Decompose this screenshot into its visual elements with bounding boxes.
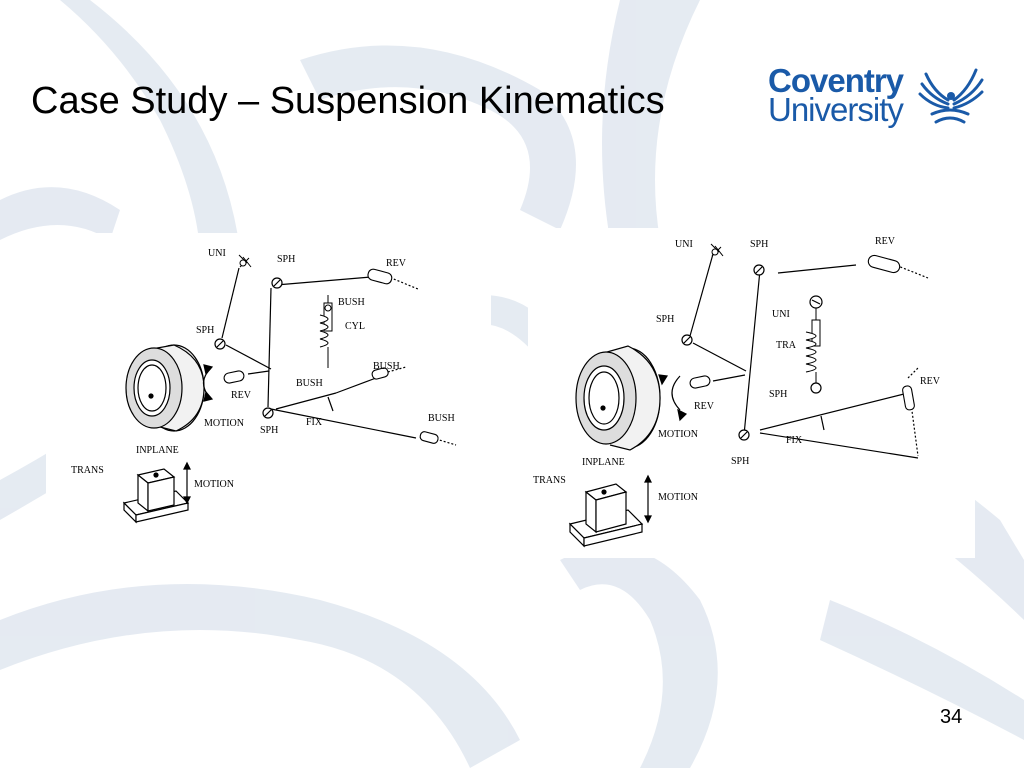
right-diagram-drawing: UNI SPH REV SPH UNI TRA REV MOTION SPH R… [533,236,941,548]
label-sph-bottom: SPH [731,456,749,467]
label-sph-top: SPH [750,239,768,250]
label-bush-mid: BUSH [373,361,400,372]
label-rev-mid: REV [231,390,252,401]
label-motion-bottom: MOTION [194,479,234,490]
logo-line2: University [768,91,904,128]
phoenix-icon [918,68,984,124]
label-trans: TRANS [71,465,104,476]
logo-line1: Coventry [768,62,904,99]
label-motion-mid: MOTION [658,429,698,440]
page-number: 34 [940,706,963,728]
label-inplane: INPLANE [582,457,625,468]
label-fix: FIX [786,435,803,446]
label-sph-top: SPH [277,254,295,265]
label-fix: FIX [306,417,323,428]
right-suspension-diagram: UNI SPH REV SPH UNI TRA REV MOTION SPH R… [528,228,975,558]
label-cyl: CYL [345,321,365,332]
label-rev-top: REV [875,236,896,247]
slide-title: Case Study – Suspension Kinematics [31,80,665,122]
label-uni: UNI [208,248,226,259]
label-motion-bottom: MOTION [658,492,698,503]
left-suspension-diagram: UNI SPH REV BUSH CYL SPH BUSH BUSH REV M… [46,233,491,538]
left-diagram-drawing: UNI SPH REV BUSH CYL SPH BUSH BUSH REV M… [71,248,457,524]
label-uni-top: UNI [675,239,693,250]
label-rev-top: REV [386,258,407,269]
label-bush-far: BUSH [428,413,455,424]
coventry-university-logo: Coventry University [768,62,988,136]
label-sph-left: SPH [196,325,214,336]
label-bush-top: BUSH [338,297,365,308]
label-rev-mid: REV [694,401,715,412]
label-bush-right: BUSH [296,378,323,389]
label-sph-left: SPH [656,314,674,325]
label-sph-bottom: SPH [260,425,278,436]
label-trans: TRANS [533,475,566,486]
label-inplane: INPLANE [136,445,179,456]
label-motion-mid: MOTION [204,418,244,429]
label-rev-right: REV [920,376,941,387]
label-sph-mid: SPH [769,389,787,400]
label-tra: TRA [776,340,797,351]
label-uni-mid: UNI [772,309,790,320]
